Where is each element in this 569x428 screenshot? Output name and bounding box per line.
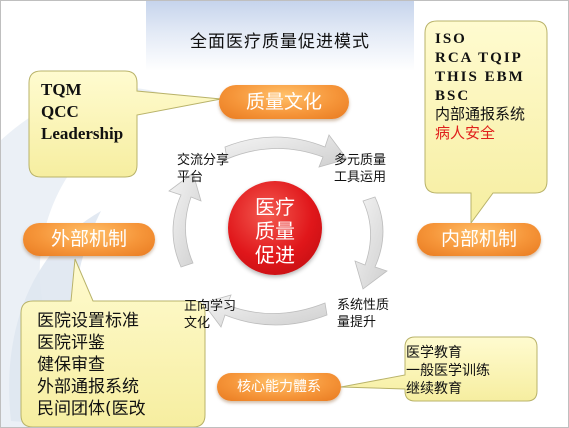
- cycle-arrow-left: [168, 172, 202, 268]
- callout-line: BSC: [435, 88, 471, 104]
- callout-line: 医院评鉴: [37, 333, 105, 353]
- cycle-label-line: 平台: [177, 170, 204, 185]
- slide-title: 全面医疗质量促进模式: [190, 32, 370, 52]
- cycle-arrow-bottom: [202, 294, 328, 328]
- cycle-arrow-right: [354, 196, 388, 290]
- callout-top-right-text: ISO RCA TQIP THIS EBM BSC 内部通报系统 病人安全: [435, 30, 525, 144]
- callout-line: QCC: [41, 102, 79, 121]
- cycle-label-bottom-right: 系统性质 量提升: [337, 297, 389, 331]
- center-line: 医疗: [255, 195, 295, 219]
- callout-line: 健保审查: [37, 355, 105, 375]
- cycle-label-top-right: 多元质量 工具运用: [334, 152, 386, 186]
- callout-line: 外部通报系统: [37, 377, 139, 397]
- title-band: [146, 1, 414, 71]
- cycle-label-bottom-left: 正向学习 文化: [184, 298, 236, 332]
- callout-line: 民间团体(医改: [37, 399, 146, 419]
- cycle-label-line: 工具运用: [334, 170, 387, 185]
- cycle-label-line: 文化: [184, 316, 211, 331]
- cycle-label-line: 多元质量: [334, 153, 387, 168]
- callout-bottom-left: [20, 258, 206, 427]
- pill-quality-culture: 质量文化: [219, 85, 349, 119]
- cycle-label-line: 量提升: [337, 315, 377, 330]
- pill-core-competency: 核心能力體系: [217, 373, 341, 401]
- callout-line-highlight: 病人安全: [435, 126, 496, 142]
- callout-line: RCA TQIP: [435, 50, 523, 66]
- callout-top-right: [424, 20, 548, 225]
- callout-bottom-right-text: 医学教育 一般医学训练 继续教育: [406, 344, 490, 398]
- callout-top-left: [28, 70, 222, 178]
- center-line: 质量: [255, 219, 295, 243]
- callout-line: 医院设置标准: [37, 311, 139, 331]
- pill-internal-mechanism: 内部机制: [417, 223, 541, 256]
- callout-line: 内部通报系统: [435, 107, 526, 123]
- cycle-label-line: 系统性质: [337, 298, 390, 313]
- callout-line: 继续教育: [406, 381, 462, 397]
- cycle-label-line: 交流分享: [177, 153, 230, 168]
- pill-external-mechanism: 外部机制: [23, 223, 155, 256]
- callout-line: THIS EBM: [435, 69, 525, 85]
- callout-line: ISO: [435, 31, 467, 47]
- cycle-arrow-top: [224, 134, 348, 168]
- cycle-label-top-left: 交流分享 平台: [177, 152, 229, 186]
- callout-top-left-text: TQM QCC Leadership: [41, 79, 123, 145]
- center-circle: 医疗 质量 促进: [228, 181, 322, 275]
- cycle-label-line: 正向学习: [184, 299, 237, 314]
- callout-line: 医学教育: [406, 345, 462, 361]
- callout-line: Leadership: [41, 124, 124, 143]
- callout-bottom-right: [340, 336, 538, 402]
- callout-line: 一般医学训练: [406, 363, 490, 379]
- center-line: 促进: [255, 243, 295, 267]
- callout-bottom-left-text: 医院设置标准 医院评鉴 健保审查 外部通报系统 民间团体(医改: [37, 310, 146, 420]
- callout-line: TQM: [41, 80, 82, 99]
